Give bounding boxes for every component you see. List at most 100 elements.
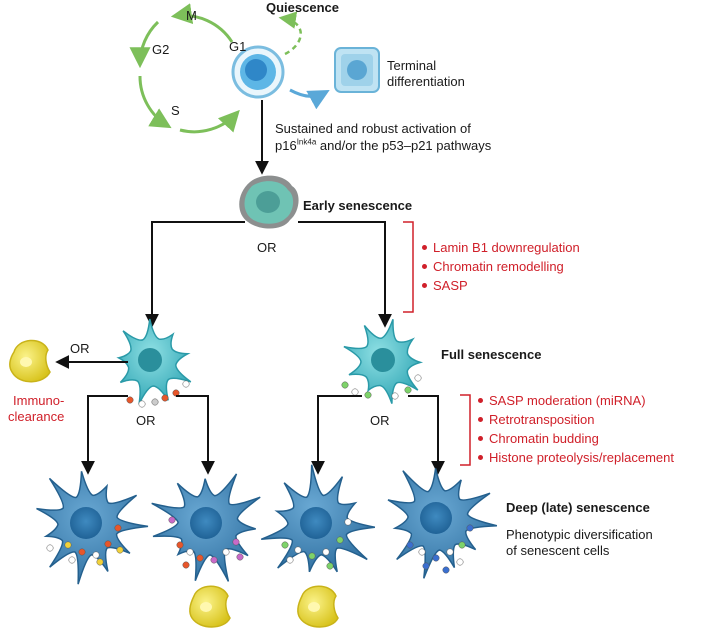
cell-nucleus xyxy=(420,502,452,534)
or-label-left: OR xyxy=(136,413,156,428)
sasp-particle xyxy=(404,386,412,394)
cell-nucleus xyxy=(70,507,102,539)
sasp-particle xyxy=(168,516,176,524)
quiescence-label: Quiescence xyxy=(266,0,339,15)
sasp-particle xyxy=(446,548,454,556)
quiescence-dashed-arrow xyxy=(278,11,302,56)
sasp-particle xyxy=(186,548,194,556)
early-feature-item: Chromatin remodelling xyxy=(422,257,580,276)
immune-cell-bottom-2 xyxy=(297,585,339,628)
terminal-differentiation-line2: differentiation xyxy=(387,74,465,89)
sasp-particle xyxy=(222,548,230,556)
sasp-particle xyxy=(64,541,72,549)
sasp-particle xyxy=(432,554,440,562)
sasp-particle xyxy=(344,518,352,526)
deep-description-line2: of senescent cells xyxy=(506,543,610,558)
early-senescence-label: Early senescence xyxy=(303,198,413,213)
deep-senescence-cell-3 xyxy=(260,464,376,573)
differentiation-arrow xyxy=(289,88,330,110)
sasp-particle xyxy=(286,556,294,564)
sasp-particle xyxy=(236,553,244,561)
sasp-particle xyxy=(418,548,426,556)
deep-senescence-label: Deep (late) senescence xyxy=(506,500,650,515)
full-senescence-label: Full senescence xyxy=(441,347,542,362)
cell-nucleus xyxy=(190,507,222,539)
sasp-particle xyxy=(422,562,430,570)
sasp-particle xyxy=(68,556,76,564)
sasp-particle xyxy=(466,524,474,532)
sasp-particle xyxy=(176,541,184,549)
cell-cycle xyxy=(129,3,302,134)
immune-cell-bottom-1 xyxy=(189,585,231,628)
sasp-particle xyxy=(414,374,422,382)
early-features-list: Lamin B1 downregulation Chromatin remode… xyxy=(422,238,580,295)
right-branch-left xyxy=(311,395,362,475)
cell-nucleus xyxy=(300,507,332,539)
sasp-particle xyxy=(104,540,112,548)
sasp-particle xyxy=(138,400,146,408)
full-senescence-cell-left xyxy=(116,318,192,408)
cell-nucleus xyxy=(371,348,395,372)
sasp-particle xyxy=(182,561,190,569)
early-branch-left xyxy=(145,221,245,328)
sasp-particle xyxy=(351,388,359,396)
sasp-particle xyxy=(456,558,464,566)
sasp-particle xyxy=(442,566,450,574)
immunoclearance-line2: clearance xyxy=(8,409,65,424)
cycle-arrow-m-g2 xyxy=(129,20,160,69)
full-features-list: SASP moderation (miRNA) Retrotranspositi… xyxy=(478,391,674,467)
sasp-particle xyxy=(364,391,372,399)
full-senescence-cell-right xyxy=(341,319,424,404)
differentiated-cell xyxy=(334,47,380,93)
left-branch-left xyxy=(81,395,128,475)
activation-p16: p16 xyxy=(275,138,297,153)
or-label-right: OR xyxy=(370,413,390,428)
activation-line2: p16Ink4a and/or the p53–p21 pathways xyxy=(275,138,491,154)
full-feature-item: SASP moderation (miRNA) xyxy=(478,391,674,410)
phase-g1-label: G1 xyxy=(229,39,247,54)
sasp-particle xyxy=(46,544,54,552)
sasp-particle xyxy=(308,552,316,560)
cell-nucleus xyxy=(138,348,162,372)
sasp-particle xyxy=(161,394,169,402)
immunoclearance-line1: Immuno- xyxy=(13,393,65,408)
early-branch-right xyxy=(298,221,392,328)
immune-cell-left xyxy=(9,339,51,383)
sasp-particle xyxy=(114,524,122,532)
sasp-particle xyxy=(92,551,100,559)
sasp-particle xyxy=(458,541,466,549)
sasp-particle xyxy=(336,536,344,544)
early-senescence-cell xyxy=(239,175,299,229)
deep-senescence-cell-2 xyxy=(151,473,261,582)
early-feature-item: Lamin B1 downregulation xyxy=(422,238,580,257)
deep-senescence-cell-4 xyxy=(387,468,498,579)
early-feature-item: SASP xyxy=(422,276,580,295)
phase-m-label: M xyxy=(186,8,197,23)
sasp-particle xyxy=(116,546,124,554)
full-features-bracket xyxy=(460,394,471,466)
sasp-particle xyxy=(326,562,334,570)
cycle-arrow-s-g1 xyxy=(179,109,240,134)
terminal-differentiation-line1: Terminal xyxy=(387,58,437,73)
early-features-bracket xyxy=(403,221,414,313)
sasp-particle xyxy=(341,381,349,389)
activation-line1: Sustained and robust activation of xyxy=(275,121,471,136)
full-feature-item: Retrotransposition xyxy=(478,410,674,429)
sasp-particle xyxy=(210,556,218,564)
sasp-particle xyxy=(232,538,240,546)
sasp-particle xyxy=(96,558,104,566)
or-label-early: OR xyxy=(257,240,277,255)
sasp-particle xyxy=(151,398,159,406)
or-label-immuno: OR xyxy=(70,341,90,356)
activation-pathways: and/or the p53–p21 pathways xyxy=(316,138,492,153)
deep-senescence-cell-1 xyxy=(36,471,149,585)
phase-s-label: S xyxy=(171,103,180,118)
activation-ink4a-superscript: Ink4a xyxy=(296,137,317,147)
full-feature-item: Chromatin budding xyxy=(478,429,674,448)
sasp-particle xyxy=(182,380,190,388)
sasp-particle xyxy=(391,392,399,400)
sasp-particle xyxy=(126,396,134,404)
full-feature-item: Histone proteolysis/replacement xyxy=(478,448,674,467)
phase-g2-label: G2 xyxy=(152,42,170,57)
